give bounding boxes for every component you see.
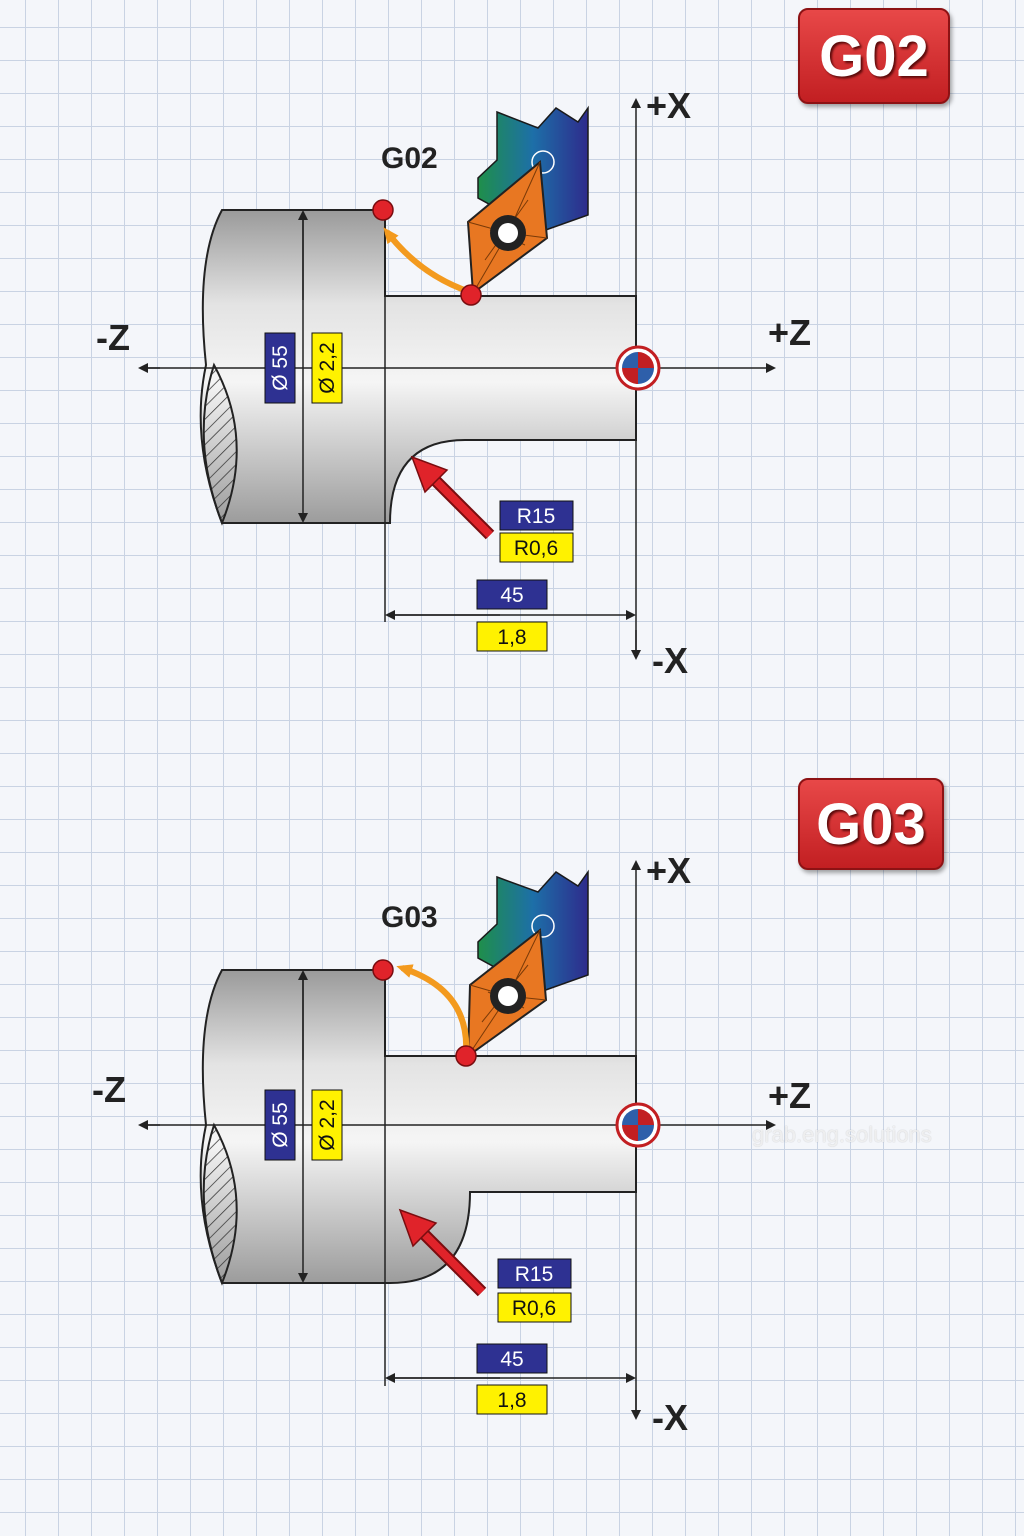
g03-arc-path xyxy=(396,964,470,1055)
radius-pointer-arrow xyxy=(410,455,495,540)
g02-badge: G02 xyxy=(798,8,950,104)
axis-label-plus-z: +Z xyxy=(768,1075,811,1116)
g03-diagram: +X -X +Z -Z G03 Ø 55 Ø 2,2 R15 R0,6 45 1… xyxy=(92,850,811,1438)
diameter-label-blue: Ø 55 xyxy=(269,345,292,391)
g03-badge: G03 xyxy=(798,778,944,870)
code-label: G03 xyxy=(381,901,438,934)
watermark: grab.eng.solutions xyxy=(752,1122,932,1147)
start-point xyxy=(460,284,482,306)
radius-label-blue: R15 xyxy=(517,505,556,528)
end-point xyxy=(372,199,394,221)
axis-label-plus-x: +X xyxy=(646,85,691,126)
end-point xyxy=(372,959,394,981)
length-label-blue: 45 xyxy=(500,584,523,607)
diameter-label-blue: Ø 55 xyxy=(269,1102,292,1148)
origin-icon xyxy=(615,345,661,391)
axis-label-minus-x: -X xyxy=(652,640,688,681)
length-label-yellow: 1,8 xyxy=(497,626,526,649)
axis-label-plus-x: +X xyxy=(646,850,691,891)
diameter-label-yellow: Ø 2,2 xyxy=(316,342,339,393)
radius-pointer-arrow xyxy=(398,1208,487,1297)
g02-arc-path xyxy=(383,227,471,295)
axis-label-plus-z: +Z xyxy=(768,312,811,353)
section-hatch xyxy=(202,1122,238,1286)
axis-label-minus-z: -Z xyxy=(92,1069,126,1110)
code-label: G02 xyxy=(381,142,438,175)
axis-label-minus-x: -X xyxy=(652,1397,688,1438)
start-point xyxy=(455,1045,477,1067)
section-hatch xyxy=(202,362,238,526)
g02-diagram: +X -X +Z -Z G02 Ø 55 Ø 2,2 R15 R0,6 45 1… xyxy=(96,85,811,681)
length-label-blue: 45 xyxy=(500,1348,523,1371)
origin-icon xyxy=(615,1102,661,1148)
axis-label-minus-z: -Z xyxy=(96,317,130,358)
radius-label-yellow: R0,6 xyxy=(512,1297,556,1320)
radius-label-blue: R15 xyxy=(515,1263,554,1286)
length-label-yellow: 1,8 xyxy=(497,1389,526,1412)
radius-label-yellow: R0,6 xyxy=(514,537,558,560)
diameter-label-yellow: Ø 2,2 xyxy=(316,1099,339,1150)
